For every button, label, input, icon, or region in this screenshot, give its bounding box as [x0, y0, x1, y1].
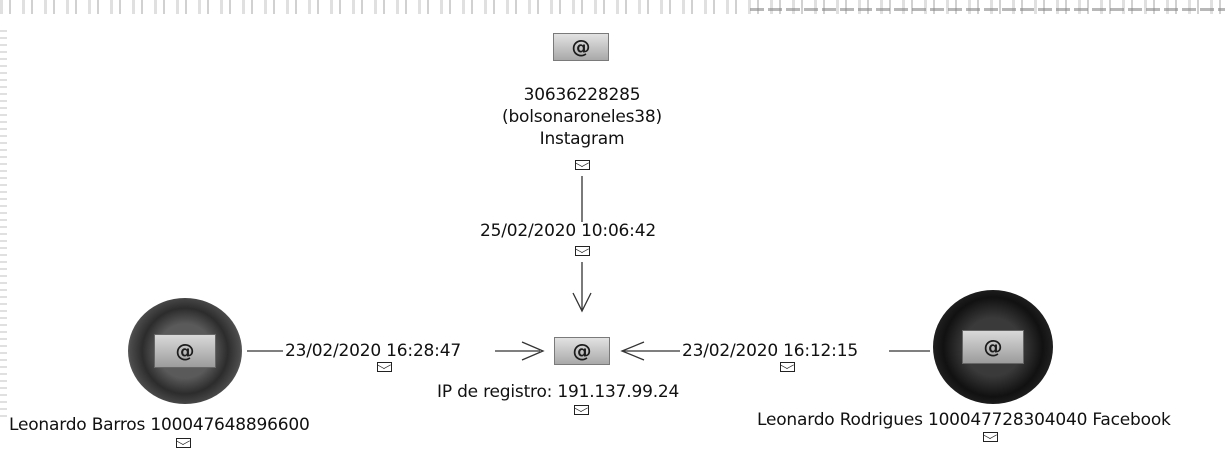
instagram-node-username: (bolsonaroneles38)	[502, 107, 662, 127]
envelope-icon[interactable]	[575, 160, 590, 170]
envelope-icon[interactable]	[377, 362, 392, 372]
envelope-icon[interactable]	[780, 362, 795, 372]
scan-artifact-top-right	[750, 8, 1225, 11]
at-sign-icon: @	[175, 339, 195, 362]
instagram-node-id: 30636228285	[523, 85, 641, 105]
rodrigues-node-label[interactable]: Leonardo Rodrigues 100047728304040 Faceb…	[757, 410, 1171, 430]
instagram-node-label[interactable]: 30636228285 (bolsonaroneles38) Instagram	[502, 84, 662, 150]
edge-label-right: 23/02/2020 16:12:15	[682, 341, 858, 361]
envelope-icon[interactable]	[983, 432, 998, 442]
edge-arrowhead-left	[521, 341, 545, 361]
ip-node-label[interactable]: IP de registro: 191.137.99.24	[437, 382, 680, 402]
barros-node-ring[interactable]: @	[128, 298, 242, 404]
at-sign-icon: @	[983, 335, 1003, 358]
edge-arrowhead-right	[620, 341, 645, 361]
rodrigues-node-ring[interactable]: @	[933, 290, 1053, 404]
at-sign-icon: @	[572, 339, 592, 362]
instagram-node-icon[interactable]: @	[553, 33, 609, 61]
envelope-icon[interactable]	[574, 405, 589, 415]
ip-node-icon[interactable]: @	[554, 337, 610, 365]
edge-arrowhead-top	[572, 292, 592, 313]
barros-node-label[interactable]: Leonardo Barros 100047648896600	[9, 415, 310, 435]
envelope-icon[interactable]	[176, 438, 191, 448]
rodrigues-node-icon: @	[962, 330, 1024, 364]
edge-label-left: 23/02/2020 16:28:47	[285, 341, 461, 361]
edge-label-top: 25/02/2020 10:06:42	[480, 221, 656, 241]
scan-artifact-left	[0, 30, 7, 420]
instagram-node-platform: Instagram	[539, 129, 625, 149]
barros-node-icon: @	[154, 334, 216, 368]
at-sign-icon: @	[571, 35, 591, 58]
envelope-icon[interactable]	[575, 246, 590, 256]
